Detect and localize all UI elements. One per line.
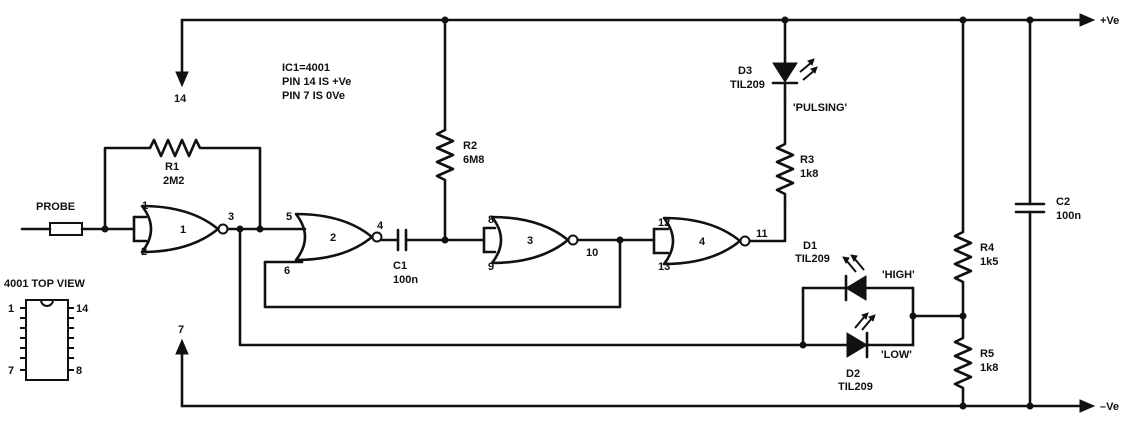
gate-4-number: 4 (699, 236, 706, 248)
d2-led: D2 TIL209 'LOW' (801, 312, 915, 393)
ic-note-line-1: IC1=4001 (282, 62, 330, 74)
c2-ref: C2 (1056, 196, 1070, 208)
c1-ref: C1 (393, 260, 407, 272)
nor-gate-1: 1 1 2 3 (132, 200, 234, 258)
pin14-label: 14 (174, 93, 187, 105)
gate-2-pin-out: 4 (377, 220, 384, 232)
r4-resistor: R4 1k5 (953, 18, 998, 318)
d1-value: TIL209 (795, 253, 830, 265)
ic-note-line-3: PIN 7 IS 0Ve (282, 90, 345, 102)
d1-led: D1 TIL209 'HIGH' (795, 240, 915, 302)
d2-ref: D2 (846, 368, 860, 380)
gate-3-pin-out: 10 (586, 247, 598, 259)
r3-value: 1k8 (800, 168, 818, 180)
d3-tag: 'PULSING' (793, 102, 848, 114)
top-view-pin-14: 14 (76, 303, 89, 315)
r4-value: 1k5 (980, 256, 998, 268)
nor-gate-4: 4 12 13 11 (652, 216, 768, 273)
gate-2-pin-in-b: 6 (284, 265, 290, 277)
r5-resistor: R5 1k8 (953, 314, 998, 408)
d2-tag: 'LOW' (881, 349, 912, 361)
c1-capacitor: C1 100n (380, 228, 486, 286)
d3-led: D3 TIL209 'PULSING' (730, 18, 848, 114)
gate-1-number: 1 (180, 224, 186, 236)
pin14-supply-arrow: 14 (174, 18, 189, 105)
gate-1-pin-in-a: 1 (142, 200, 148, 212)
probe-input: PROBE (20, 201, 136, 236)
ic-top-view: 4001 TOP VIEW 1 14 7 8 (4, 278, 89, 381)
negative-rail-label: –Ve (1100, 401, 1119, 413)
r5-ref: R5 (980, 348, 994, 360)
gate-2-number: 2 (330, 232, 336, 244)
r1-resistor: R1 2M2 (103, 138, 262, 231)
wire-g4-r3 (748, 201, 787, 243)
ic-note: IC1=4001 PIN 14 IS +Ve PIN 7 IS 0Ve (282, 62, 351, 102)
c2-value: 100n (1056, 210, 1081, 222)
r1-ref: R1 (165, 161, 179, 173)
positive-rail: +Ve (180, 13, 1119, 27)
c2-capacitor: C2 100n (1014, 18, 1081, 408)
c1-value: 100n (393, 274, 418, 286)
d3-value: TIL209 (730, 79, 765, 91)
r2-ref: R2 (463, 140, 477, 152)
wire-g1-d2 (238, 227, 805, 347)
ic-note-line-2: PIN 14 IS +Ve (282, 76, 351, 88)
r3-resistor: R3 1k8 (775, 94, 818, 205)
nor-gate-2: 2 5 6 4 (263, 211, 384, 277)
pin7-supply-arrow: 7 (175, 324, 189, 408)
positive-rail-label: +Ve (1100, 15, 1119, 27)
r2-value: 6M8 (463, 154, 484, 166)
d3-ref: D3 (738, 65, 752, 77)
probe-label: PROBE (36, 201, 75, 213)
gate-1-pin-in-b: 2 (141, 246, 147, 258)
top-view-pin-1: 1 (8, 303, 14, 315)
gate-3-pin-in-a: 8 (488, 214, 494, 226)
gate-2-pin-in-a: 5 (286, 211, 292, 223)
gate-1-pin-out: 3 (228, 211, 234, 223)
top-view-pin-8: 8 (76, 365, 82, 377)
d1-tag: 'HIGH' (882, 269, 915, 281)
nor-gate-3: 3 8 9 10 (482, 214, 598, 273)
gate-3-number: 3 (527, 235, 533, 247)
r4-ref: R4 (980, 242, 995, 254)
gate-4-pin-in-a: 12 (658, 217, 670, 229)
r3-ref: R3 (800, 154, 814, 166)
r5-value: 1k8 (980, 362, 998, 374)
gate-3-pin-in-b: 9 (488, 261, 494, 273)
d1-ref: D1 (803, 240, 817, 252)
r1-value: 2M2 (163, 175, 184, 187)
top-view-title: 4001 TOP VIEW (4, 278, 86, 290)
top-view-pin-7: 7 (8, 365, 14, 377)
gate-4-pin-in-b: 13 (658, 261, 670, 273)
gate-4-pin-out: 11 (756, 228, 768, 240)
wire-feedback-6 (263, 239, 622, 309)
d2-value: TIL209 (838, 381, 873, 393)
negative-rail: –Ve (180, 399, 1119, 413)
pin7-label: 7 (178, 324, 184, 336)
r2-resistor: R2 6M8 (435, 18, 484, 242)
